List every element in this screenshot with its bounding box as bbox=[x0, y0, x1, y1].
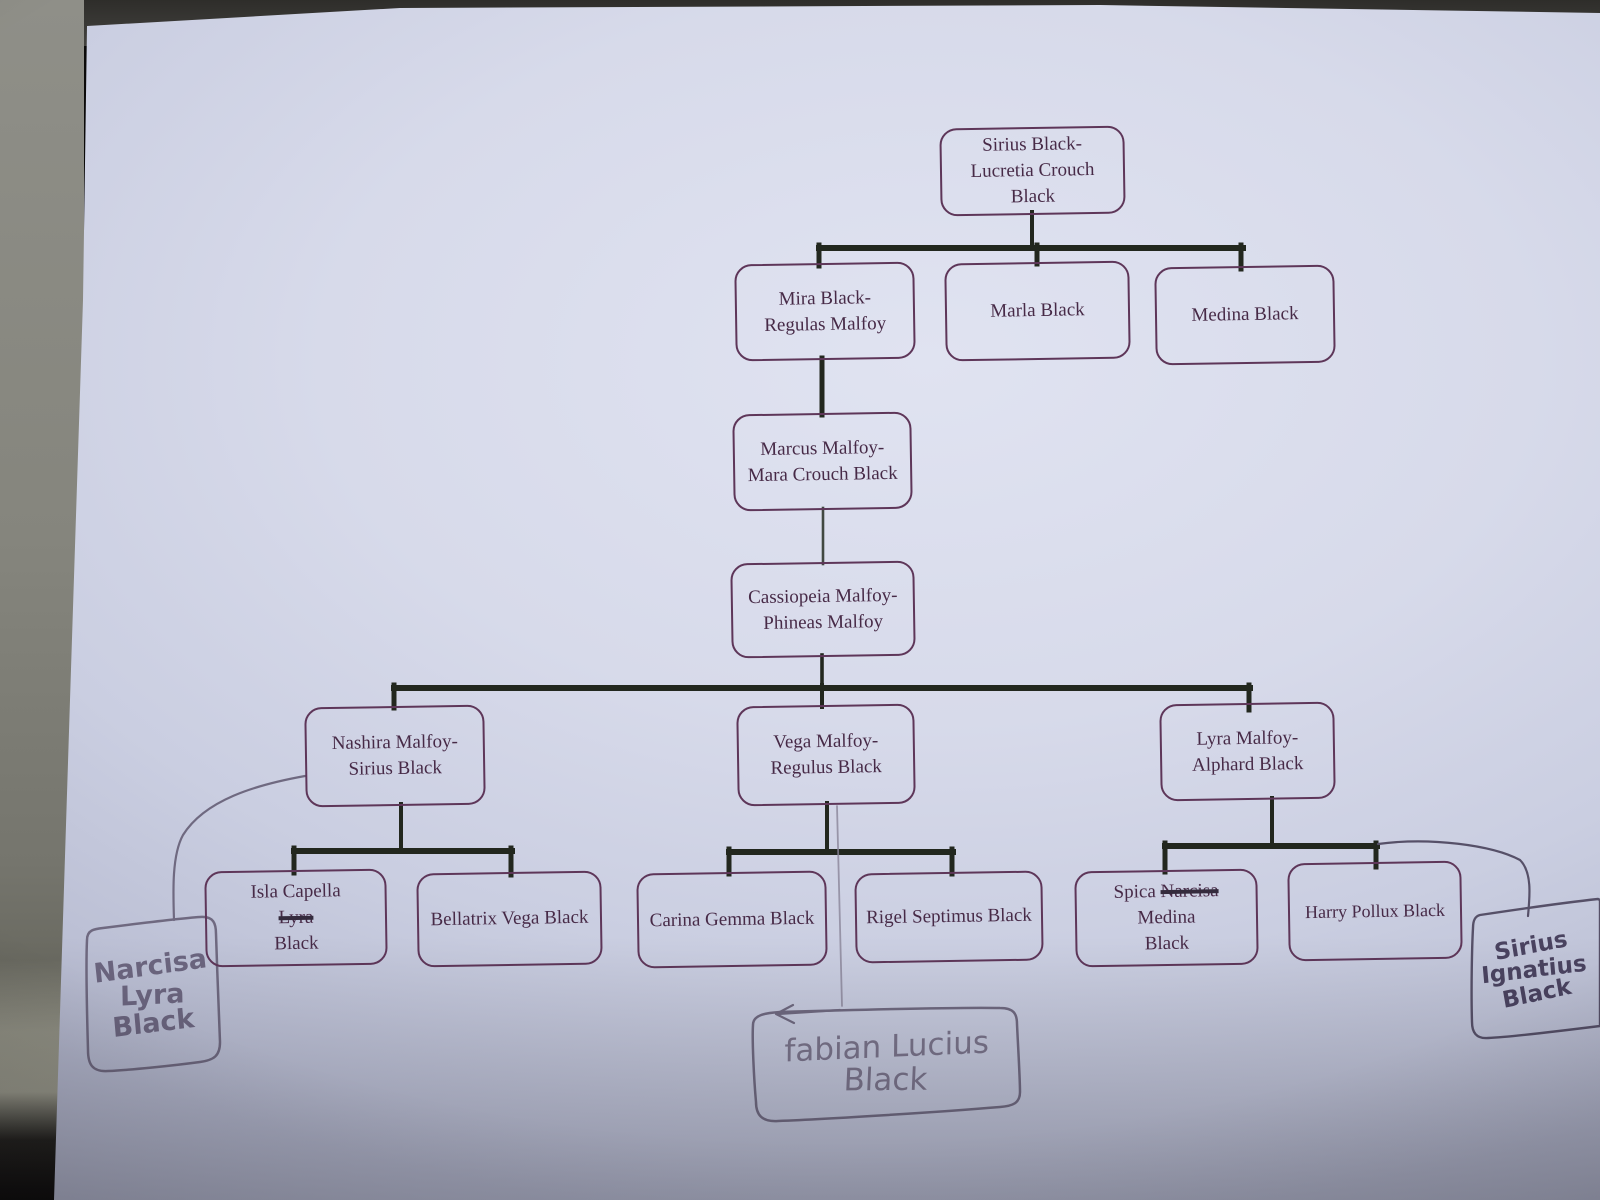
node-text-line: Medina Black bbox=[1191, 303, 1299, 326]
node-spica-medina-black: Spica Narcisa Medina Black bbox=[1074, 868, 1259, 968]
handwritten-note-fabian-lucius-black: fabian Lucius Black bbox=[756, 1013, 1016, 1116]
node-text-line: Black bbox=[1010, 185, 1056, 208]
node-text-line: Carina Gemma Black bbox=[649, 907, 815, 931]
handwritten-note-sirius-ignatius-black: Sirius Ignatius Black bbox=[1465, 899, 1600, 1042]
node-text-line: Rigel Septimus Black bbox=[865, 904, 1033, 929]
node-text-line: Sirius Black bbox=[348, 757, 443, 780]
node-text-line: Marcus Malfoy- bbox=[760, 436, 885, 460]
handwritten-text-line: Black bbox=[842, 1061, 929, 1099]
node-text-line: Mara Crouch Black bbox=[747, 462, 898, 486]
node-text-line: Isla Capella bbox=[250, 880, 341, 903]
node-isla-capella-black: Isla Capella Lyra Black bbox=[204, 868, 388, 968]
node-text-line: Bellatrix Vega Black bbox=[430, 906, 589, 931]
node-vega-malfoy-regulus-black: Vega Malfoy- Regulus Black bbox=[736, 703, 916, 807]
node-marcus-malfoy-mara-crouch-black: Marcus Malfoy- Mara Crouch Black bbox=[732, 411, 913, 512]
handwritten-connector-sirius-ignatius bbox=[1376, 840, 1531, 918]
node-text-line: Regulas Malfoy bbox=[764, 312, 887, 336]
node-cassiopeia-malfoy-phineas-malfoy: Cassiopeia Malfoy- Phineas Malfoy bbox=[730, 560, 916, 659]
node-marla-black: Marla Black bbox=[944, 260, 1131, 362]
node-medina-black: Medina Black bbox=[1154, 264, 1336, 366]
handwritten-note-narcisa-lyra-black: Narcisa Lyra Black bbox=[85, 922, 220, 1069]
node-text-line: Lyra Malfoy- bbox=[1196, 726, 1299, 750]
node-nashira-malfoy-sirius-black: Nashira Malfoy- Sirius Black bbox=[304, 704, 486, 808]
node-lyra-malfoy-alphard-black: Lyra Malfoy- Alphard Black bbox=[1159, 701, 1336, 802]
node-text-line: Black bbox=[274, 932, 319, 955]
node-text-line: Vega Malfoy- bbox=[773, 730, 879, 753]
handwritten-connector-narcisa bbox=[172, 774, 307, 922]
node-text-line: Lucretia Crouch bbox=[970, 159, 1095, 182]
node-text-line: Nashira Malfoy- bbox=[331, 731, 458, 754]
node-text-line: Phineas Malfoy bbox=[763, 610, 884, 634]
node-rigel-septimus-black: Rigel Septimus Black bbox=[854, 870, 1044, 964]
handwritten-text-line: Black bbox=[111, 1003, 196, 1045]
node-text-line: Spica Narcisa bbox=[1113, 878, 1218, 906]
node-text-line: Black bbox=[1144, 932, 1190, 955]
node-sirius-black-lucretia-crouch-black: Sirius Black- Lucretia Crouch Black bbox=[939, 125, 1126, 217]
node-text-struck-word: Narcisa bbox=[1160, 880, 1219, 903]
handwritten-box-narcisa bbox=[85, 915, 222, 1073]
printed-connectors bbox=[291, 210, 1380, 878]
handwritten-arrow-fabian bbox=[774, 1003, 842, 1025]
node-text-struck-word: Lyra bbox=[278, 906, 314, 929]
node-text-line: Sirius Black- bbox=[982, 133, 1083, 156]
node-text-segment: Spica bbox=[1113, 881, 1161, 903]
handwritten-connector-fabian bbox=[836, 805, 843, 1007]
handwritten-box-fabian bbox=[751, 1006, 1022, 1123]
node-text-line: Medina bbox=[1137, 906, 1196, 929]
handwritten-box-sirius-ignatius bbox=[1470, 897, 1600, 1040]
node-text-line: Harry Pollux Black bbox=[1304, 899, 1446, 923]
node-text-line: Cassiopeia Malfoy- bbox=[747, 584, 898, 608]
node-text-line: Mira Black- bbox=[778, 286, 872, 310]
node-text-line: Alphard Black bbox=[1191, 752, 1304, 776]
node-text-line: Marla Black bbox=[990, 299, 1085, 322]
node-harry-pollux-black: Harry Pollux Black bbox=[1287, 860, 1463, 962]
node-bellatrix-vega-black: Bellatrix Vega Black bbox=[416, 870, 603, 968]
node-text-line: Regulus Black bbox=[770, 756, 883, 779]
node-carina-gemma-black: Carina Gemma Black bbox=[636, 870, 828, 969]
node-mira-black-regulas-malfoy: Mira Black- Regulas Malfoy bbox=[734, 261, 916, 362]
